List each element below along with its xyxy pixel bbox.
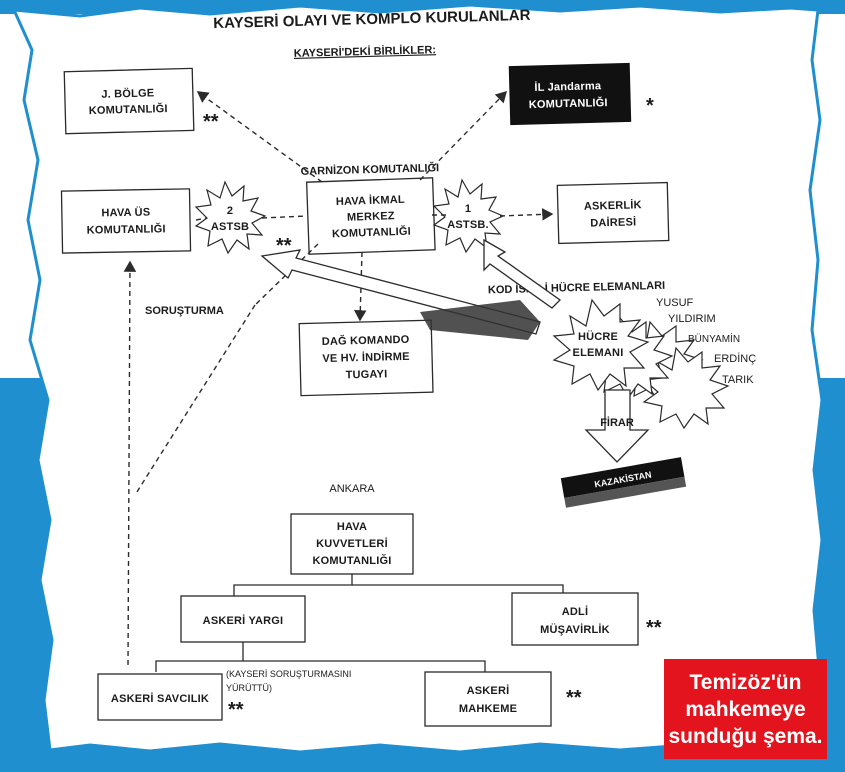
svg-text:HAVA: HAVA (337, 521, 367, 533)
kazakistan-block: KAZAKİSTAN (560, 457, 687, 508)
double-star-musavirlik: ** (646, 617, 662, 639)
svg-text:DAİRESİ: DAİRESİ (590, 215, 636, 229)
svg-text:ELEMANI: ELEMANI (573, 347, 624, 359)
tree-link-mahkeme (243, 660, 486, 672)
svg-text:ASTSB: ASTSB (211, 221, 249, 233)
svg-text:KOMUTANLIĞI: KOMUTANLIĞI (332, 225, 411, 241)
svg-text:2: 2 (227, 205, 233, 217)
svg-text:KOMUTANLIĞI: KOMUTANLIĞI (313, 554, 392, 567)
adli-musavirlik-node: ADLİ MÜŞAVİRLİK (511, 592, 639, 646)
svg-text:KOMUTANLIĞI: KOMUTANLIĞI (89, 102, 168, 117)
svg-text:İL Jandarma: İL Jandarma (534, 79, 602, 94)
askeri-mahkeme-node: ASKERİ MAHKEME (424, 671, 552, 727)
name-erdinc: ERDİNÇ (714, 352, 756, 365)
double-star-mahkeme: ** (566, 687, 582, 709)
svg-text:TUGAYI: TUGAYI (345, 368, 387, 381)
ankara-label: ANKARA (329, 483, 375, 495)
sorusturma-line-lower (134, 304, 256, 496)
dag-komando-node: DAĞ KOMANDO VE HV. İNDİRME TUGAYI (298, 319, 434, 397)
tree-link-savcilik (155, 642, 244, 672)
svg-text:MÜŞAVİRLİK: MÜŞAVİRLİK (540, 623, 610, 636)
tree-link-musavirlik (352, 584, 564, 596)
hava-ikmal-node: HAVA İKMAL MERKEZ KOMUTANLIĞI (305, 177, 436, 255)
svg-text:ASKERİ: ASKERİ (467, 684, 510, 697)
name-yildirim: YILDIRIM (668, 313, 716, 325)
savcilik-note-line1: (KAYSERİ SORUŞTURMASINI (226, 669, 351, 679)
garnizon-label: GARNİZON KOMUTANLIĞI (301, 161, 440, 178)
caption-line-3: sunduğu şema. (668, 724, 823, 748)
caption-line-1: Temizöz'ün (689, 670, 802, 694)
svg-text:ADLİ: ADLİ (562, 605, 588, 618)
svg-text:HAVA İKMAL: HAVA İKMAL (336, 193, 406, 208)
sorusturma-label: SORUŞTURMA (145, 305, 224, 317)
hucre-star-cluster: HÜCRE ELEMANI (552, 298, 730, 430)
svg-text:ASKERLİK: ASKERLİK (584, 198, 642, 213)
jandarma-bolge-node: J. BÖLGE KOMUTANLIĞI (63, 67, 195, 135)
svg-text:HÜCRE: HÜCRE (578, 330, 618, 343)
svg-text:KOMUTANLIĞI: KOMUTANLIĞI (529, 96, 608, 111)
dark-arrow-hucre (420, 300, 540, 340)
svg-text:ASTSB.: ASTSB. (447, 219, 489, 231)
sorusturma-line (254, 243, 319, 306)
astsb-1-star: 1 ASTSB. (432, 178, 505, 254)
link-hava-us-astsb2 (195, 217, 208, 221)
caption-line-2: mahkemeye (685, 697, 806, 721)
hava-kuvvetleri-node: HAVA KUVVETLERİ KOMUTANLIĞI (290, 513, 414, 575)
svg-text:KUVVETLERİ: KUVVETLERİ (316, 537, 388, 550)
name-yusuf: YUSUF (656, 297, 694, 309)
vertical-sorusturma-arrow (123, 260, 137, 666)
askerlik-dairesi-node: ASKERLİK DAİRESİ (556, 181, 670, 245)
askeri-yargi-node: ASKERİ YARGI (180, 595, 306, 643)
single-star-il-jandarma: * (646, 95, 654, 117)
caption-box: Temizöz'ün mahkemeye sunduğu şema. (664, 659, 827, 759)
svg-text:VE HV. İNDİRME: VE HV. İNDİRME (322, 350, 410, 365)
svg-text:ASKERİ SAVCILIK: ASKERİ SAVCILIK (111, 692, 209, 705)
astsb-2-star: 2 ASTSB (194, 180, 267, 255)
name-bunyamin: BÜNYAMİN (688, 332, 740, 345)
svg-text:DAĞ KOMANDO: DAĞ KOMANDO (322, 333, 410, 348)
svg-text:ASKERİ YARGI: ASKERİ YARGI (203, 614, 284, 627)
arrow-astsb1-to-hucre (483, 238, 562, 309)
name-tarik: TARIK (722, 374, 754, 386)
svg-text:MAHKEME: MAHKEME (459, 703, 517, 715)
svg-text:J. BÖLGE: J. BÖLGE (101, 86, 154, 100)
svg-text:KOMUTANLIĞI: KOMUTANLIĞI (87, 222, 166, 236)
arrow-to-jandarma-bolge (196, 91, 323, 183)
firar-arrow (584, 389, 650, 463)
double-star-savcilik: ** (228, 699, 244, 721)
savcilik-note-line2: YÜRÜTTÜ) (226, 683, 272, 693)
svg-text:MERKEZ: MERKEZ (347, 210, 395, 224)
arrow-to-dag-komando (353, 251, 367, 322)
il-jandarma-node: İL Jandarma KOMUTANLIĞI (508, 62, 632, 126)
hava-us-node: HAVA ÜS KOMUTANLIĞI (60, 188, 192, 254)
diagram-subtitle: KAYSERİ'DEKİ BİRLİKLER: (294, 43, 436, 60)
tree-link-yargi (233, 574, 353, 596)
double-star-jandarma: ** (203, 111, 219, 133)
askeri-savcilik-node: ASKERİ SAVCILIK (97, 673, 223, 721)
firar-label: FİRAR (600, 416, 634, 429)
arrow-to-il-jandarma (419, 90, 507, 181)
svg-text:1: 1 (465, 203, 471, 215)
link-astsb2-ikmal (261, 215, 307, 219)
svg-text:HAVA ÜS: HAVA ÜS (101, 206, 150, 220)
